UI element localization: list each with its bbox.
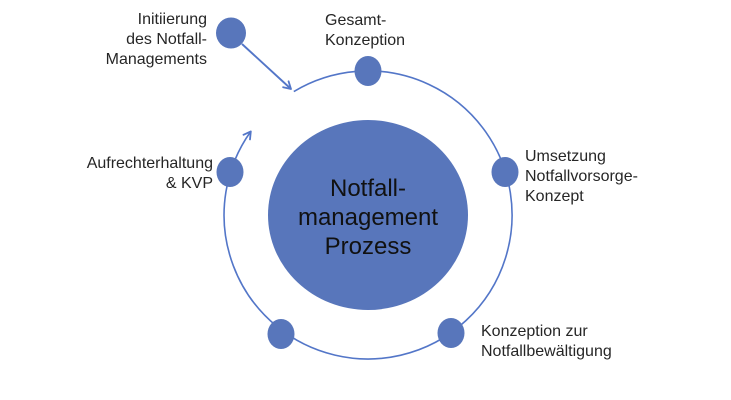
label-line: Managements <box>105 51 207 68</box>
label-line: Initiierung <box>137 11 207 28</box>
step-node-umsetzung <box>491 157 519 187</box>
label-konzeption-bewaeltigung: Konzeption zur Notfallbewältigung <box>481 322 612 362</box>
step-node-konzeption-bewaeltigung <box>437 318 465 348</box>
step-node-initiierung <box>216 17 246 49</box>
process-cycle-arrow <box>223 70 513 360</box>
label-line: Konzeption zur <box>481 323 588 340</box>
label-line: Gesamt- <box>325 12 387 29</box>
step-node-gesamt-konzeption <box>354 56 382 86</box>
label-umsetzung: Umsetzung Notfallvorsorge- Konzept <box>525 147 638 207</box>
label-initiierung: Initiierung des Notfall- Managements <box>106 10 207 70</box>
label-line: Notfall- <box>329 175 407 202</box>
center-circle <box>268 120 468 310</box>
label-line: & KVP <box>165 175 213 192</box>
label-line: Notfallbewältigung <box>481 343 612 360</box>
label-line: Konzept <box>525 188 584 205</box>
step-node-unlabeled <box>267 319 295 349</box>
label-line: management <box>297 204 439 231</box>
label-line: des Notfall- <box>126 31 207 48</box>
label-line: Umsetzung <box>525 148 606 165</box>
label-line: Notfallvorsorge- <box>525 168 638 185</box>
center-circle-label: Notfall- management Prozess <box>268 174 468 261</box>
label-line: Aufrechterhaltung <box>86 155 213 172</box>
label-line: Konzeption <box>325 32 406 49</box>
step-node-aufrechterhaltung <box>216 157 244 187</box>
label-aufrechterhaltung: Aufrechterhaltung & KVP <box>87 154 213 194</box>
label-gesamt-konzeption: Gesamt- Konzeption <box>325 11 405 51</box>
entry-arrow <box>241 43 292 90</box>
label-line: Prozess <box>324 233 412 260</box>
